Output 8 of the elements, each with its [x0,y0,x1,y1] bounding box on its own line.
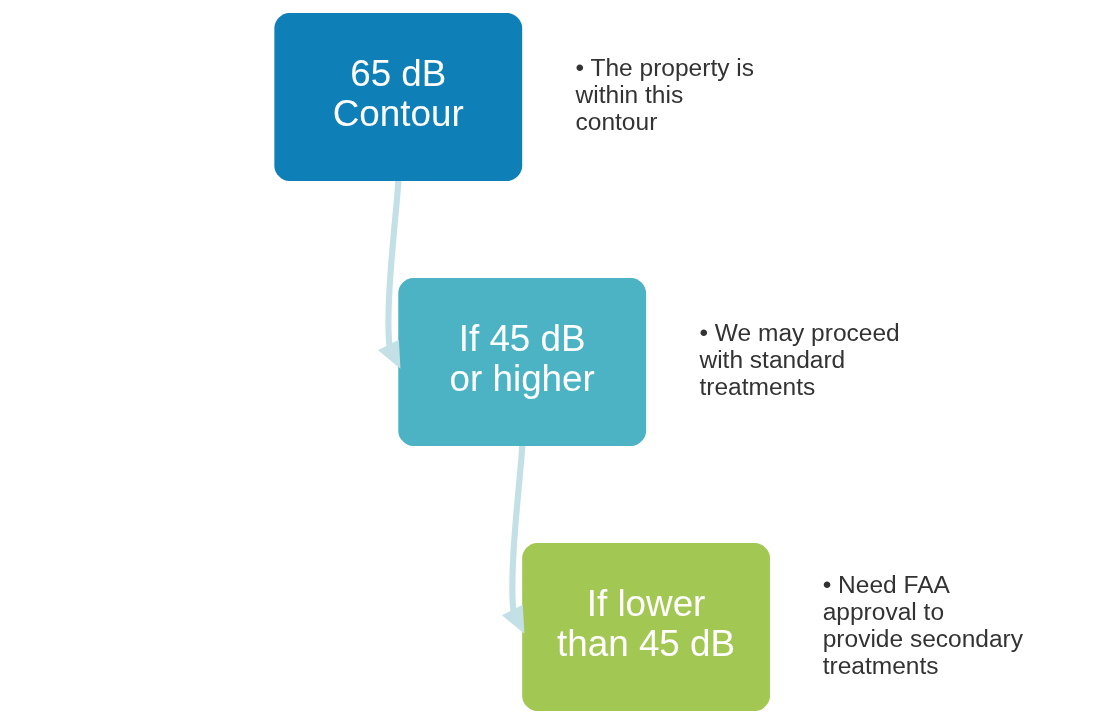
node-box: 65 dB Contour [273,13,522,182]
node-label: • The property is within this contour [575,54,754,136]
node-box: If lower than 45 dB [521,542,770,711]
node-box: If 45 dB or higher [397,277,646,447]
node-label: • We may proceed with standard treatments [698,319,900,401]
node-label: • Need FAA approval to provide secondary treatments [822,570,1023,679]
arrow [377,180,401,369]
arrow [501,445,525,634]
